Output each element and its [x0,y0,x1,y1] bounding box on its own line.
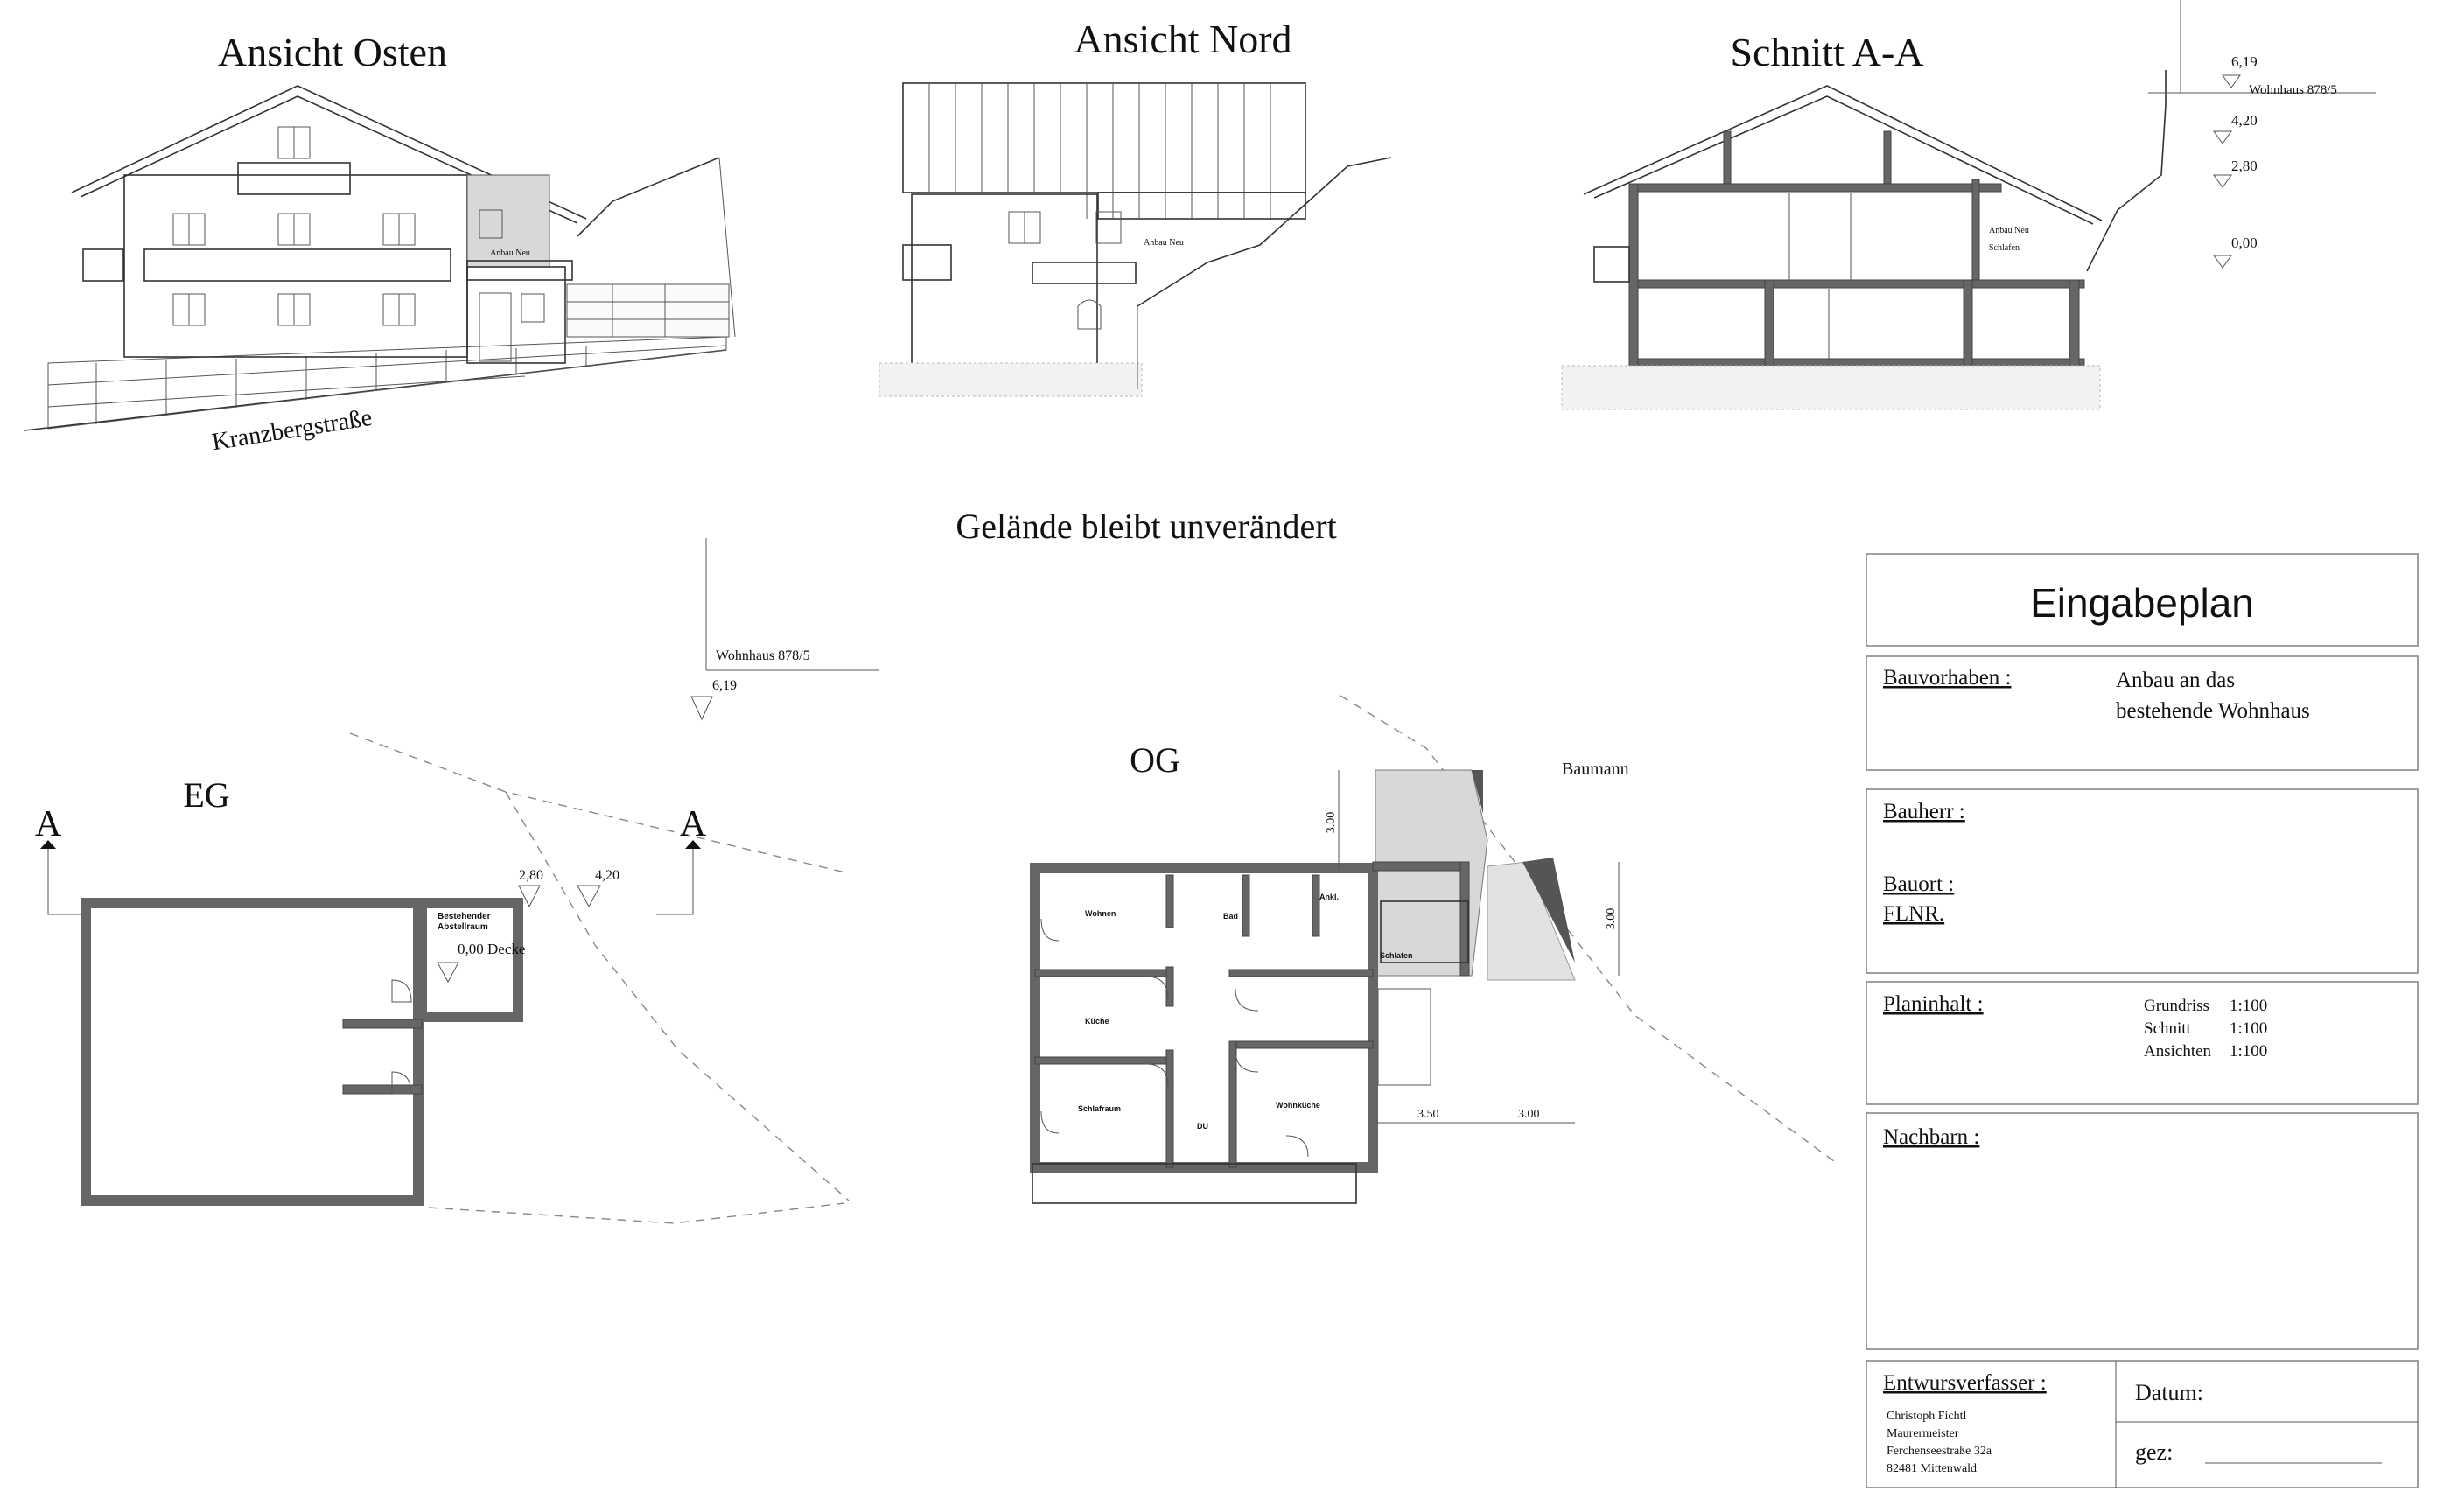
svg-text:Bad: Bad [1223,912,1238,920]
plan-title: Eingabeplan [2030,580,2254,626]
title-block: Eingabeplan Bauvorhaben : Anbau an das b… [1866,553,2418,1488]
section-annex-label-1: Anbau Neu [1989,226,2029,235]
content-row-name: Schnitt [2144,1019,2192,1038]
content-row-name: Ansichten [2144,1042,2212,1060]
neighbor-label: Baumann [1562,760,1629,779]
project-box [1866,655,2418,771]
svg-text:Schlafraum: Schlafraum [1078,1104,1121,1113]
north-view-title: Ansicht Nord [1074,17,1292,61]
neighbors-box [1866,1112,2418,1350]
north-elevation: Ansicht Nord Anbau Neu [878,17,1392,397]
svg-text:Küche: Küche [1085,1017,1110,1026]
og-label: OG [1130,740,1180,780]
svg-text:Wohnhaus 878/5: Wohnhaus 878/5 [2249,83,2337,97]
svg-text:2,80: 2,80 [519,868,543,883]
designer-box [1866,1360,2418,1488]
annex-label: Anbau Neu [490,248,530,258]
street-label: Kranzbergstraße [210,404,374,456]
section-annex-label-2: Schlafen [1989,243,2020,253]
svg-text:Schlafen: Schlafen [1380,951,1413,960]
content-box [1866,981,2418,1105]
svg-text:Wohnen: Wohnen [1085,909,1116,918]
svg-text:2,80: 2,80 [2231,158,2258,174]
owner-label: Bauherr : [1883,800,1965,823]
east-view-title: Ansicht Osten [218,30,447,74]
owner-box [1866,788,2418,974]
date-label: Datum: [2135,1380,2203,1405]
content-label: Planinhalt : [1883,992,1984,1016]
svg-text:3.00: 3.00 [1605,908,1618,930]
project-line-1: Anbau an das [2116,668,2235,692]
section-marker-left: A [35,804,62,844]
section-title: Schnitt A-A [1730,30,1923,74]
svg-text:Wohnhaus 878/5: Wohnhaus 878/5 [716,648,810,663]
content-row-scale: 1:100 [2230,1019,2267,1038]
eg-label: EG [183,775,229,815]
content-row-name: Grundriss [2144,997,2209,1015]
section-levels: 6,19 Wohnhaus 878/5 4,20 2,80 0,00 [2213,53,2337,269]
content-row-scale: 1:100 [2230,997,2267,1015]
project-line-2: bestehende Wohnhaus [2116,699,2310,723]
designer-label: Entwursverfasser : [1883,1371,2047,1395]
svg-text:DU: DU [1197,1122,1208,1130]
svg-text:4,20: 4,20 [2231,112,2258,129]
designer-line: Maurermeister [1886,1427,1959,1440]
svg-text:6,19: 6,19 [712,678,737,693]
svg-text:0,00 Decke: 0,00 Decke [458,941,525,957]
designer-line: Christoph Fichtl [1886,1410,1967,1423]
terrain-note: Gelände bleibt unverändert [956,507,1336,546]
section-marker-right: A [680,804,707,844]
svg-text:3.00: 3.00 [1518,1108,1540,1121]
og-room-labels: Wohnen Bad Ankl. Küche Schlafen Schlafra… [1078,892,1413,1130]
parcel-label: FLNR. [1883,902,1944,926]
north-annex-label: Anbau Neu [1144,238,1184,248]
svg-text:6,19: 6,19 [2231,53,2258,70]
upper-floor-plan: OG Baumann Wohnen Bad An [1030,740,1629,1204]
svg-text:3.50: 3.50 [1418,1108,1439,1121]
ground-floor-plan: EG A A Bestehender Abstellraum 0,00 Deck… [35,775,707,1206]
section-a-a: Schnitt A-A Anbau Neu Schlafen [1561,0,2376,410]
east-elevation: Ansicht Osten Anbau Neu [24,30,736,456]
og-dimensions: 3.00 3.00 3.50 3.00 [1325,770,1620,1124]
signed-label: gez: [2135,1439,2173,1465]
svg-text:Wohnküche: Wohnküche [1276,1101,1320,1110]
designer-line: 82481 Mittenwald [1886,1462,1977,1475]
svg-text:Abstellraum: Abstellraum [438,922,488,932]
designer-line: Ferchenseestraße 32a [1886,1445,1992,1458]
svg-text:4,20: 4,20 [595,868,620,883]
svg-text:Ankl.: Ankl. [1320,892,1339,901]
svg-text:0,00: 0,00 [2231,234,2258,251]
title-box [1866,553,2418,647]
location-label: Bauort : [1883,872,1954,896]
content-row-scale: 1:100 [2230,1042,2267,1060]
project-label: Bauvorhaben : [1883,666,2011,690]
site-level-marker: Wohnhaus 878/5 6,19 [690,538,879,721]
svg-text:Bestehender: Bestehender [438,912,491,921]
neighbors-label: Nachbarn : [1883,1125,1979,1149]
svg-text:3.00: 3.00 [1325,812,1338,834]
